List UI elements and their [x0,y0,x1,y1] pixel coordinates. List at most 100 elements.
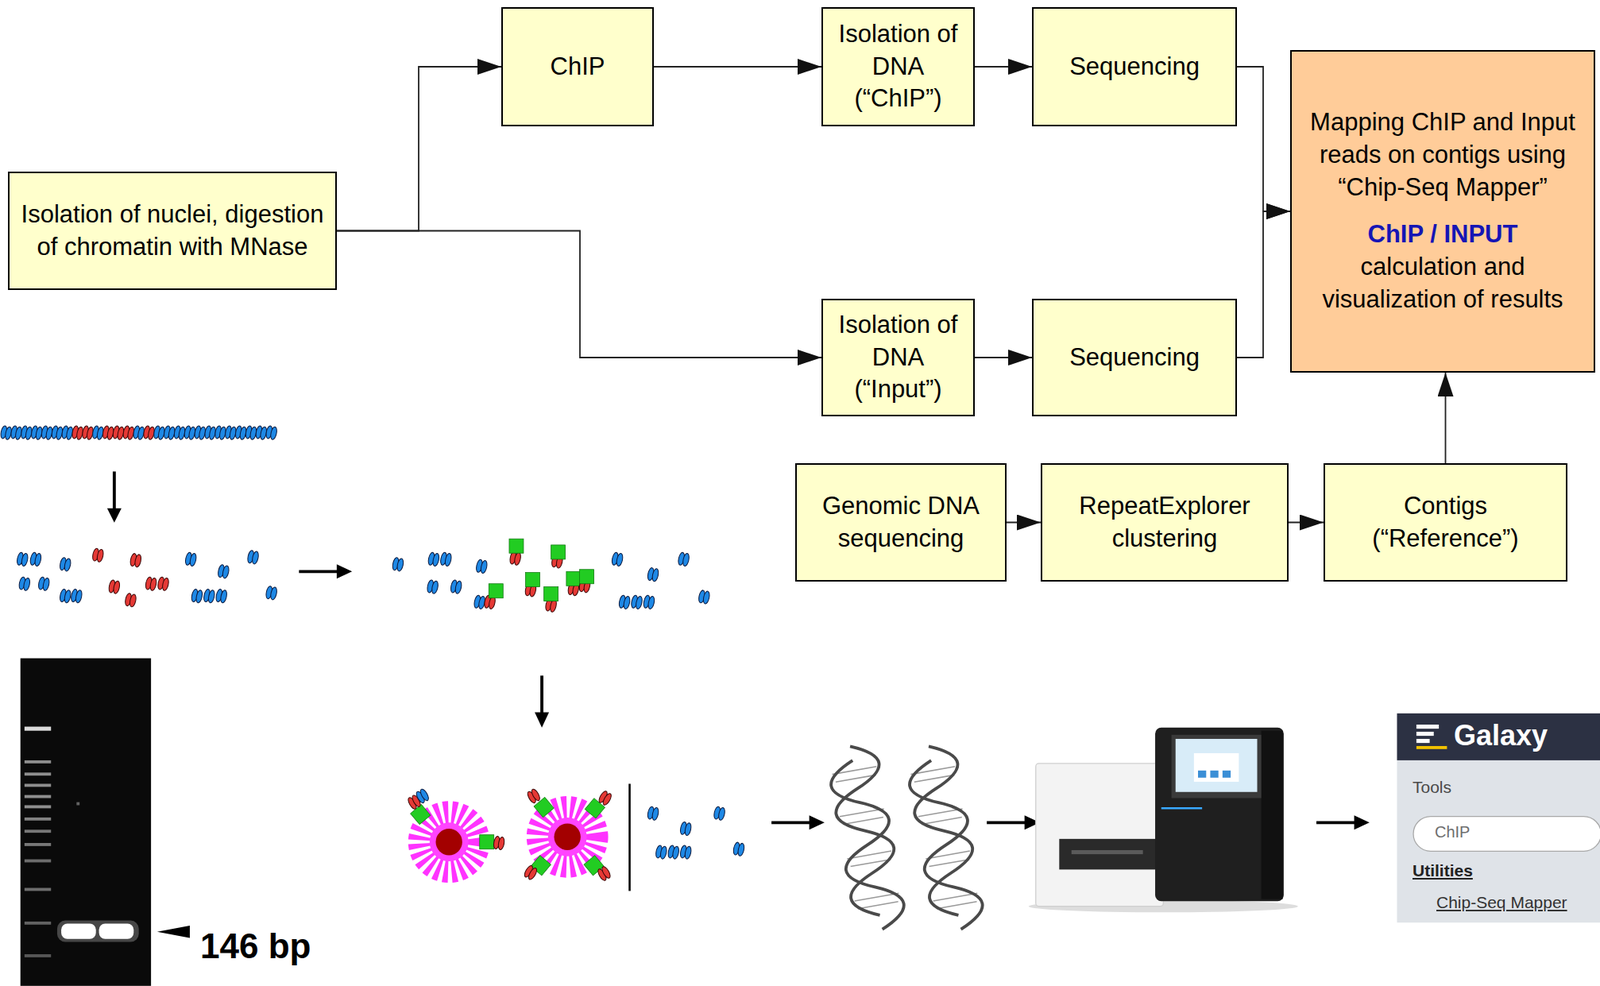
illustration-part [173,425,186,441]
illustration-part [475,559,488,575]
illustration-part [677,552,691,568]
illustration-part [24,760,51,764]
illustration-part [1222,770,1231,778]
illustration-part [190,588,204,604]
illustration-part [579,569,595,584]
illustration-part [202,588,216,604]
illustration-part [610,552,624,568]
illustration-part [162,425,176,441]
box-text: Sequencing [1040,50,1229,84]
band-pointer [157,925,190,938]
illustration-part [71,425,85,441]
illustration-part [24,921,51,925]
illustration-part [57,920,140,943]
process-box: Sequencing [1031,7,1237,127]
illustration-part [473,595,487,611]
illustration-part [525,572,541,588]
illustration-part [247,549,260,565]
agarose-gel [20,658,190,986]
illustration-part [24,795,51,799]
flow-connector [1236,211,1291,358]
illustration-part [37,575,51,592]
illustration-part [1194,753,1240,782]
illustration-part [265,585,279,601]
separator-line [628,783,631,891]
illustration-part [183,425,197,441]
illustration-part [540,809,596,865]
illustration-part [646,567,660,583]
illustration-part [184,552,198,568]
app-title: Galaxy [1453,718,1548,752]
box-text: Isolation of nuclei, digestion of chroma… [16,198,329,264]
flow-connector [336,231,822,359]
illustration-part [903,742,986,934]
illustration-part [1198,770,1206,778]
illustration-part [809,815,825,830]
box-text: RepeatExplorer clustering [1049,490,1280,556]
illustration-part [1416,724,1439,729]
illustration-part [522,864,538,881]
illustration-part [1155,727,1284,901]
illustration-part [255,425,268,441]
illustration-part [667,844,681,860]
process-arrows [107,471,1370,830]
flow-connector [653,65,822,68]
illustration-part [24,783,51,787]
illustration-part [551,544,566,560]
sequencer [1028,727,1299,913]
illustration-part [1354,815,1370,830]
illustration-part [112,425,125,441]
illustration-part [132,425,146,441]
illustration-part [488,583,503,599]
illustration-part [91,425,105,441]
illustration-part [697,589,711,605]
illustration-part [630,595,644,611]
illustration-part [1416,731,1434,736]
illustration-part [91,548,105,564]
illustration-part [129,552,143,569]
illustration-part [654,844,668,860]
process-box: Isolation of nuclei, digestion of chroma… [7,171,337,290]
beads-with-chromatin [406,783,746,891]
box-text: Isolation of DNA (“Input”) [830,309,967,407]
illustration-part [509,538,524,553]
illustration-part [30,425,43,441]
box-text: Sequencing [1040,341,1229,375]
illustration-part [525,788,542,804]
illustration-part [58,556,72,572]
flow-connector [974,356,1032,359]
illustration-part [1316,820,1357,824]
illustration-part [24,829,51,833]
panel-heading: Tools [1412,777,1452,797]
illustration-part [421,814,476,870]
illustration-part [298,569,339,573]
illustration-part [336,564,352,579]
antibody-bound-chromatin [391,538,711,613]
illustration-part [244,425,258,441]
process-box: Isolation of DNA (“ChIP”) [821,7,975,127]
illustration-part [123,592,137,608]
illustration-part [81,425,95,441]
box-heading: ChIP / INPUT [1298,218,1587,252]
illustration-part [142,425,156,441]
illustration-part [215,588,229,604]
illustration-part [107,508,122,523]
illustration-part [426,579,440,595]
illustration-part [18,575,31,592]
illustration-part [193,425,207,441]
illustration-part [618,595,631,611]
flow-connector [1445,372,1447,464]
illustration-part [986,820,1027,824]
process-box: Contigs (“Reference”) [1323,463,1568,582]
illustration-part [213,425,227,441]
illustration-part [24,842,51,847]
illustration-part [1416,745,1448,750]
process-box: ChIP [501,7,654,127]
illustration-part [1261,730,1284,900]
search-text: ChIP [1434,823,1470,842]
illustration-part [29,552,43,568]
illustration-part [15,552,29,568]
illustration-part [152,425,166,441]
flow-connector [974,65,1032,68]
illustration-part [544,587,559,602]
